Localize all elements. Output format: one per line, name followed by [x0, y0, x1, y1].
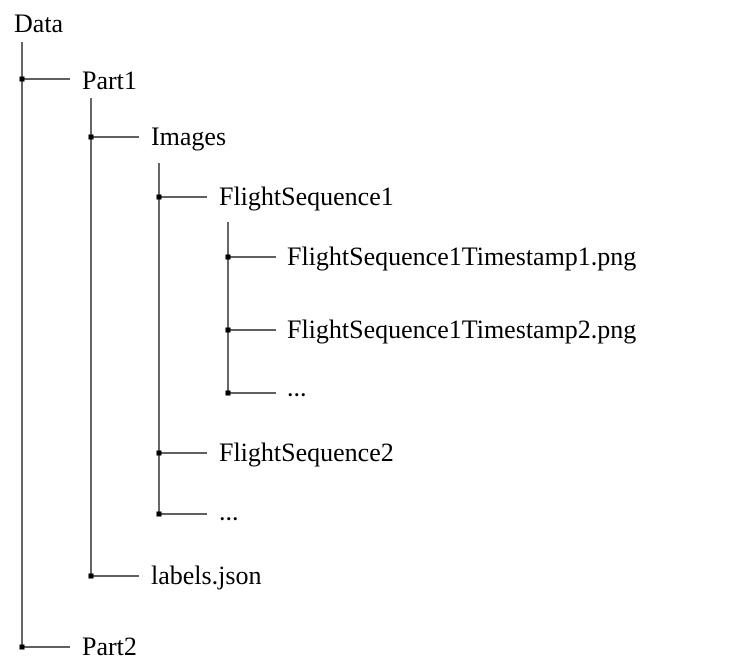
- node-flightsequence1-timestamp1: FlightSequence1Timestamp1.png: [287, 242, 637, 271]
- node-flightsequence1: FlightSequence1: [219, 182, 394, 211]
- node-flightsequence1-ellipsis: ...: [287, 373, 307, 402]
- tree-branch-marker: [88, 573, 94, 579]
- node-data: Data: [14, 9, 64, 38]
- tree-branch-marker: [88, 134, 94, 140]
- tree-branch-marker: [225, 327, 231, 333]
- node-part2: Part2: [82, 632, 137, 661]
- node-flightsequence2: FlightSequence2: [219, 438, 394, 467]
- node-images-ellipsis: ...: [219, 497, 239, 526]
- node-labels-json: labels.json: [151, 561, 262, 590]
- tree-branch-marker: [156, 511, 162, 517]
- tree-branch-marker: [225, 390, 231, 396]
- tree-branch-marker: [19, 644, 25, 650]
- tree-branch-marker: [156, 450, 162, 456]
- node-images: Images: [151, 122, 227, 151]
- tree-branch-marker: [19, 76, 25, 82]
- node-flightsequence1-timestamp2: FlightSequence1Timestamp2.png: [287, 315, 637, 344]
- node-part1: Part1: [82, 66, 137, 95]
- tree-branch-marker: [225, 254, 231, 260]
- tree-branch-marker: [156, 194, 162, 200]
